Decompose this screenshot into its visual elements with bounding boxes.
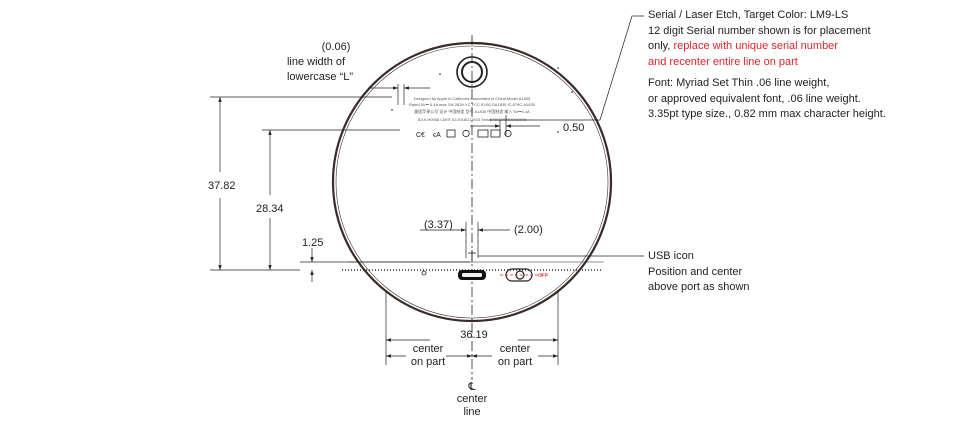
dim-2834: 28.34 [256, 203, 284, 215]
dim-line-width-label: line width of [287, 56, 346, 68]
serial-note-warning: replace with unique serial number [673, 40, 838, 52]
font-note-line: 3.35pt type size., 0.82 mm max character… [648, 108, 886, 120]
usb-note-line: above port as shown [648, 281, 750, 293]
usb-port-inner [462, 273, 482, 277]
ce-mark-icon: C€ [416, 132, 425, 139]
kc-mark-icon [477, 129, 489, 138]
font-note-line: or approved equivalent font, .06 line we… [648, 92, 861, 105]
dim-125: 1.25 [302, 237, 323, 249]
label-center-on-part-right: center [500, 343, 531, 355]
dim-line-width: (0.06) [322, 41, 351, 53]
fcc-mark-icon [490, 129, 501, 138]
marker-dot [557, 67, 559, 69]
etch-line-4: ID19-H0058 CMIIT ID:2016DJ7403 Serial:F9… [418, 117, 527, 122]
serial-note-line: 12 digit Serial number shown is for plac… [648, 24, 871, 37]
font-note-line: Font: Myriad Set Thin .06 line weight, [648, 77, 830, 89]
pinhole [421, 270, 427, 276]
dim-200: (2.00) [514, 224, 543, 236]
dim-3782: 37.82 [208, 180, 236, 192]
slide-switch: OFF [500, 268, 548, 282]
serial-note-warning: and recenter entire line on part [648, 55, 798, 68]
usb-note-line: USB icon [648, 250, 694, 262]
serial-note-line: only, replace with unique serial number [648, 39, 871, 55]
serial-note-text: only, [648, 40, 674, 52]
label-center-line: line [463, 406, 480, 418]
weee-bin-icon [446, 129, 456, 138]
marker-dot [391, 109, 393, 111]
switch-label-icon: OFF [538, 273, 548, 279]
usb-note: USB icon Position and center above port … [648, 249, 750, 296]
dim-line-width-label: lowercase “L” [287, 71, 353, 83]
label-center-line: center [457, 393, 488, 405]
etch-line-2: Rated 5V⎓ 0.4A max 1W 2839-YC FCC ID:BCG… [409, 102, 536, 107]
ca-mark-icon: ϵA [433, 132, 441, 139]
serial-note: Serial / Laser Etch, Target Color: LM9-L… [648, 8, 871, 70]
label-center-on-part-left: on part [411, 356, 445, 368]
usb-note-line: Position and center [648, 265, 743, 278]
rohs-icon [504, 129, 512, 138]
dim-337: (3.37) [424, 219, 453, 231]
usb-icon [468, 250, 476, 262]
label-center-on-part-left: center [413, 343, 444, 355]
leader-serial [490, 15, 644, 121]
label-center-on-part-right: on part [498, 356, 532, 368]
marker-dot [557, 131, 559, 133]
dim-diameter: 36.19 [460, 329, 488, 341]
marker-dot [571, 91, 573, 93]
regulatory-icons: C€ ϵA [416, 129, 512, 139]
marker-dot [439, 73, 441, 75]
serial-note-title: Serial / Laser Etch, Target Color: LM9-L… [648, 9, 849, 21]
recycle-icon [462, 129, 470, 138]
center-line-symbol: ℄ [467, 381, 475, 393]
font-note: Font: Myriad Set Thin .06 line weight, o… [648, 76, 886, 123]
dim-050: 0.50 [563, 122, 584, 134]
